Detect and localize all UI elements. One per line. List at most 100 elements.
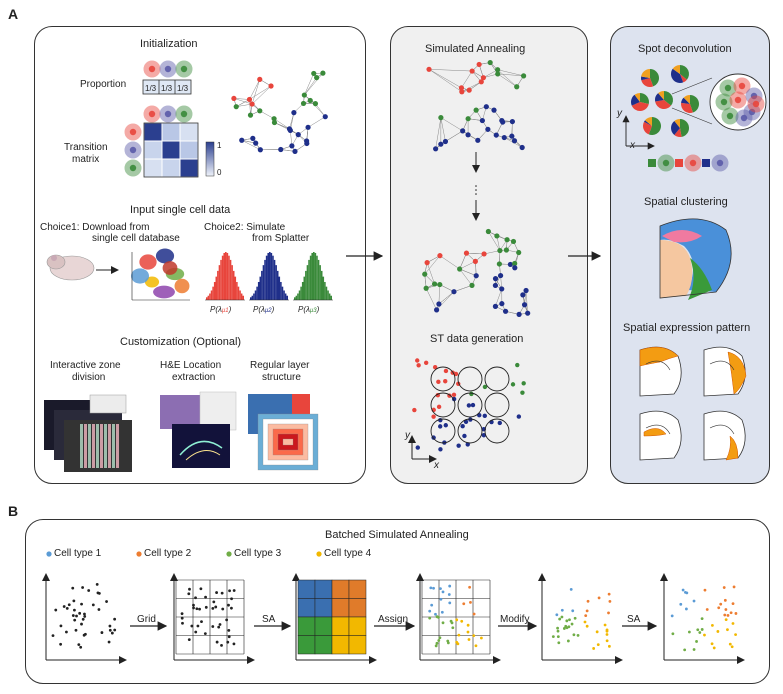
frame-2-point [232,589,236,592]
frame-1-point [97,608,101,611]
frame-4-point [441,590,445,594]
umap-cluster [174,278,190,294]
histogram-2 [280,281,282,300]
zone-stripe [92,424,95,468]
frame-5-point [605,639,609,643]
frame-5-point [556,629,560,633]
sa-network-initial-node [465,116,471,122]
sa-network-final-node [431,281,438,287]
sa-network-final-node [485,228,491,235]
zoom-cell-3-nucleus [750,92,758,100]
frame-2-point [214,605,218,609]
pattern-brain-3-inner-curve [645,424,671,435]
frame-1-point [73,618,77,622]
deconv-pie-3-slice [640,93,649,104]
umap-cluster [130,268,150,284]
deconv-pie-6-slice [645,117,652,126]
zone-stripe [88,424,91,468]
deconv-pie-6-slice [643,121,652,135]
histogram-1 [217,270,219,300]
umap-cluster [162,261,178,275]
histogram-3 [325,286,328,300]
frame-2-point [227,628,231,632]
frame-1-point [113,628,117,632]
proportion-cell-icon-2-nucleus [164,65,172,73]
frame-2-point [192,603,195,607]
frame-2-point [211,606,215,610]
sa-network-initial-edge [440,117,446,142]
frame-2-point [217,625,221,629]
frame-2-point [225,618,229,622]
frame-6-point [731,622,735,625]
sa-ellipsis-dot [475,185,477,187]
frame-3-block [331,579,350,599]
zone-stripe [84,424,87,468]
legend-dot-2 [136,551,142,557]
histogram-3 [303,276,306,300]
umap-cluster [155,248,175,264]
frame-5-point [595,630,599,634]
frame-2-point [180,616,184,620]
sa-network-initial-edge [435,117,442,149]
histogram-1 [236,281,238,300]
frame-6-point [716,630,720,633]
step-label-modify: Modify [500,614,530,625]
frame-5-point [592,647,596,650]
frame-2-point [226,640,230,644]
init-network-node [257,108,263,114]
histogram-3 [314,252,317,300]
histogram-3 [324,281,326,300]
frame-5-point [605,633,609,636]
deconv-pie-2-slice [680,74,687,83]
sa-network-final-node [492,282,498,289]
sa-ellipsis-dot [475,193,477,195]
frame-4-point [451,626,455,630]
frame-4-point [435,641,439,645]
step-label-grid: Grid [137,614,156,625]
init-network-edge [233,98,250,100]
frame-5-point [564,624,568,628]
frame-4-point [441,621,445,625]
histogram-3 [295,295,298,300]
sa-network-initial-node [426,66,432,72]
panel-b-box [25,519,770,684]
frame-6-point [719,602,723,606]
st-spot-circle [484,366,510,392]
frame-6-point [712,646,716,650]
zoom-cell-1-nucleus [724,84,732,92]
frame-6-point [684,607,688,611]
sa-network-initial-node [469,68,475,74]
sa-network-final-node [472,258,478,264]
matrix-cell [179,122,199,142]
init-network-edge [249,79,260,100]
frame-4-point [455,618,459,622]
matrix-row-icon-3-nucleus [129,164,137,172]
init-network-node [304,140,310,147]
deconv-legend-cell-1-nucleus [662,159,670,167]
sa-network-final-node [492,303,499,309]
zoom-cell-7-nucleus [726,112,734,120]
histogram-1 [212,286,214,300]
histogram-2 [250,297,252,300]
frame-6-point [703,588,707,592]
frame-3-block [331,616,350,636]
frame-5-point [572,633,576,637]
st-spot-cell [469,391,474,397]
sa-network-initial-node [495,67,501,73]
frame-4-point [480,636,483,640]
frame-1-point [73,608,76,612]
sa-network-initial-node [485,126,491,132]
deconv-pie-3-slice [631,102,649,112]
sa-network-final-node [504,237,510,243]
frame-5-point [558,617,562,621]
init-network-edge [259,110,275,119]
frame-1-point [71,586,75,590]
histogram-3 [320,270,323,300]
sa-network-final-edge [459,261,476,270]
frame-5-point [555,613,559,617]
proportion-bar [142,79,192,95]
histogram-2 [276,270,279,300]
sa-network-initial-node [487,59,493,66]
frame-2-point [212,600,216,604]
pattern-brain-3-expression [643,428,667,437]
